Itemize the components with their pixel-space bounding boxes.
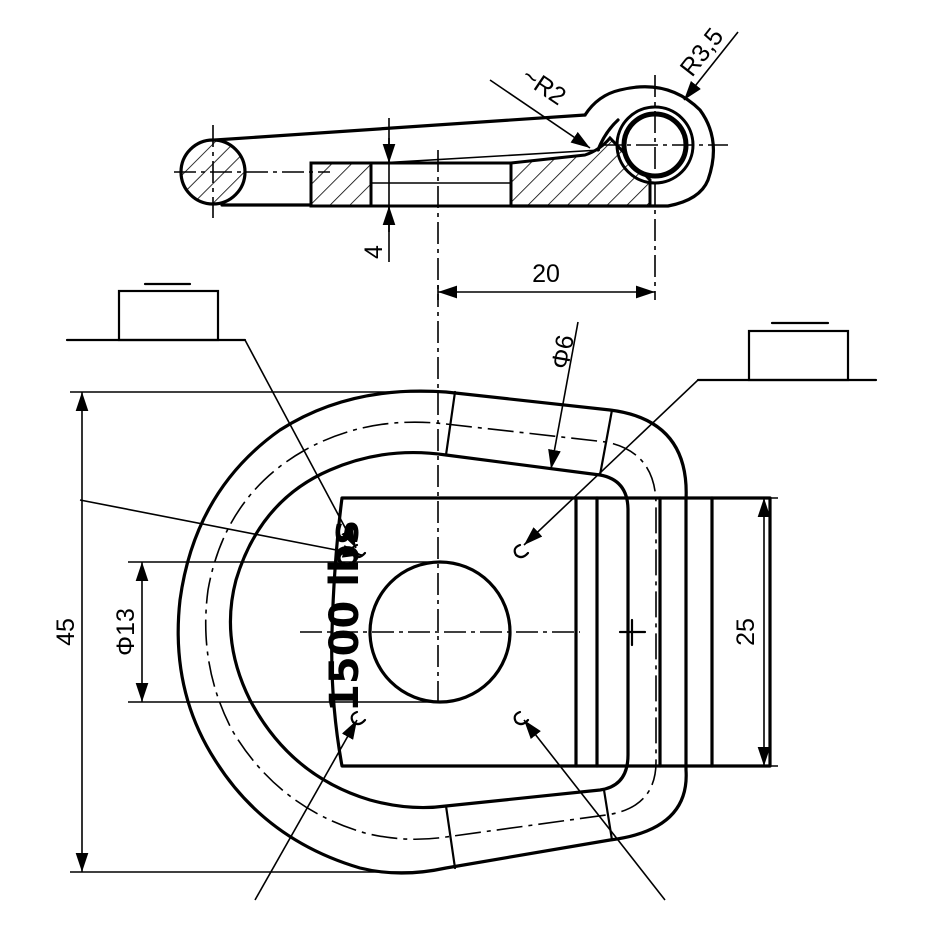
ring-section-line-3	[444, 804, 457, 870]
hinge-loop-outer	[509, 85, 715, 208]
r35-leader	[683, 31, 739, 101]
surface-leader-left	[244, 339, 357, 549]
plate-hole-gap	[369, 161, 513, 208]
height-label: 45	[52, 618, 80, 646]
ring-outer	[176, 389, 688, 875]
thickness-label: 4	[360, 245, 388, 259]
surface-leader-right	[523, 379, 699, 546]
r2-leader	[489, 79, 591, 149]
surface-symbol-left	[117, 289, 220, 342]
phi6-label: Φ6	[546, 333, 579, 371]
ring-section-line-1	[444, 390, 457, 457]
plate-outline	[330, 496, 772, 768]
surface-symbol-right	[747, 329, 850, 382]
surface-symbols	[65, 282, 878, 901]
rod-upper-edge	[213, 113, 587, 142]
plate-section-left	[309, 161, 373, 208]
ring-leader-left	[79, 499, 363, 558]
rivet-leader-lower-right	[523, 719, 666, 901]
width-label: 25	[732, 618, 760, 646]
plan-dimensions: 45 Φ13 25 Φ6	[52, 321, 778, 873]
rivet-mark-3	[350, 710, 367, 726]
length-label: 20	[532, 260, 560, 288]
phi6-leader	[548, 321, 579, 470]
rivet-leader-lower-left	[254, 719, 358, 901]
hinge-loop-inner	[596, 118, 620, 152]
ring-inner	[228, 450, 630, 810]
plan-view: 1500 lbs	[176, 285, 772, 875]
ring-section-line-2	[598, 408, 614, 477]
section-view: 4 ~R2 R3,5	[174, 23, 739, 300]
phi13-label: Φ13	[112, 608, 140, 656]
length-dimension: 20	[438, 260, 655, 299]
ring-centerline	[204, 421, 657, 841]
rivet-mark-2	[513, 543, 530, 559]
thickness-ext-top	[379, 149, 601, 164]
